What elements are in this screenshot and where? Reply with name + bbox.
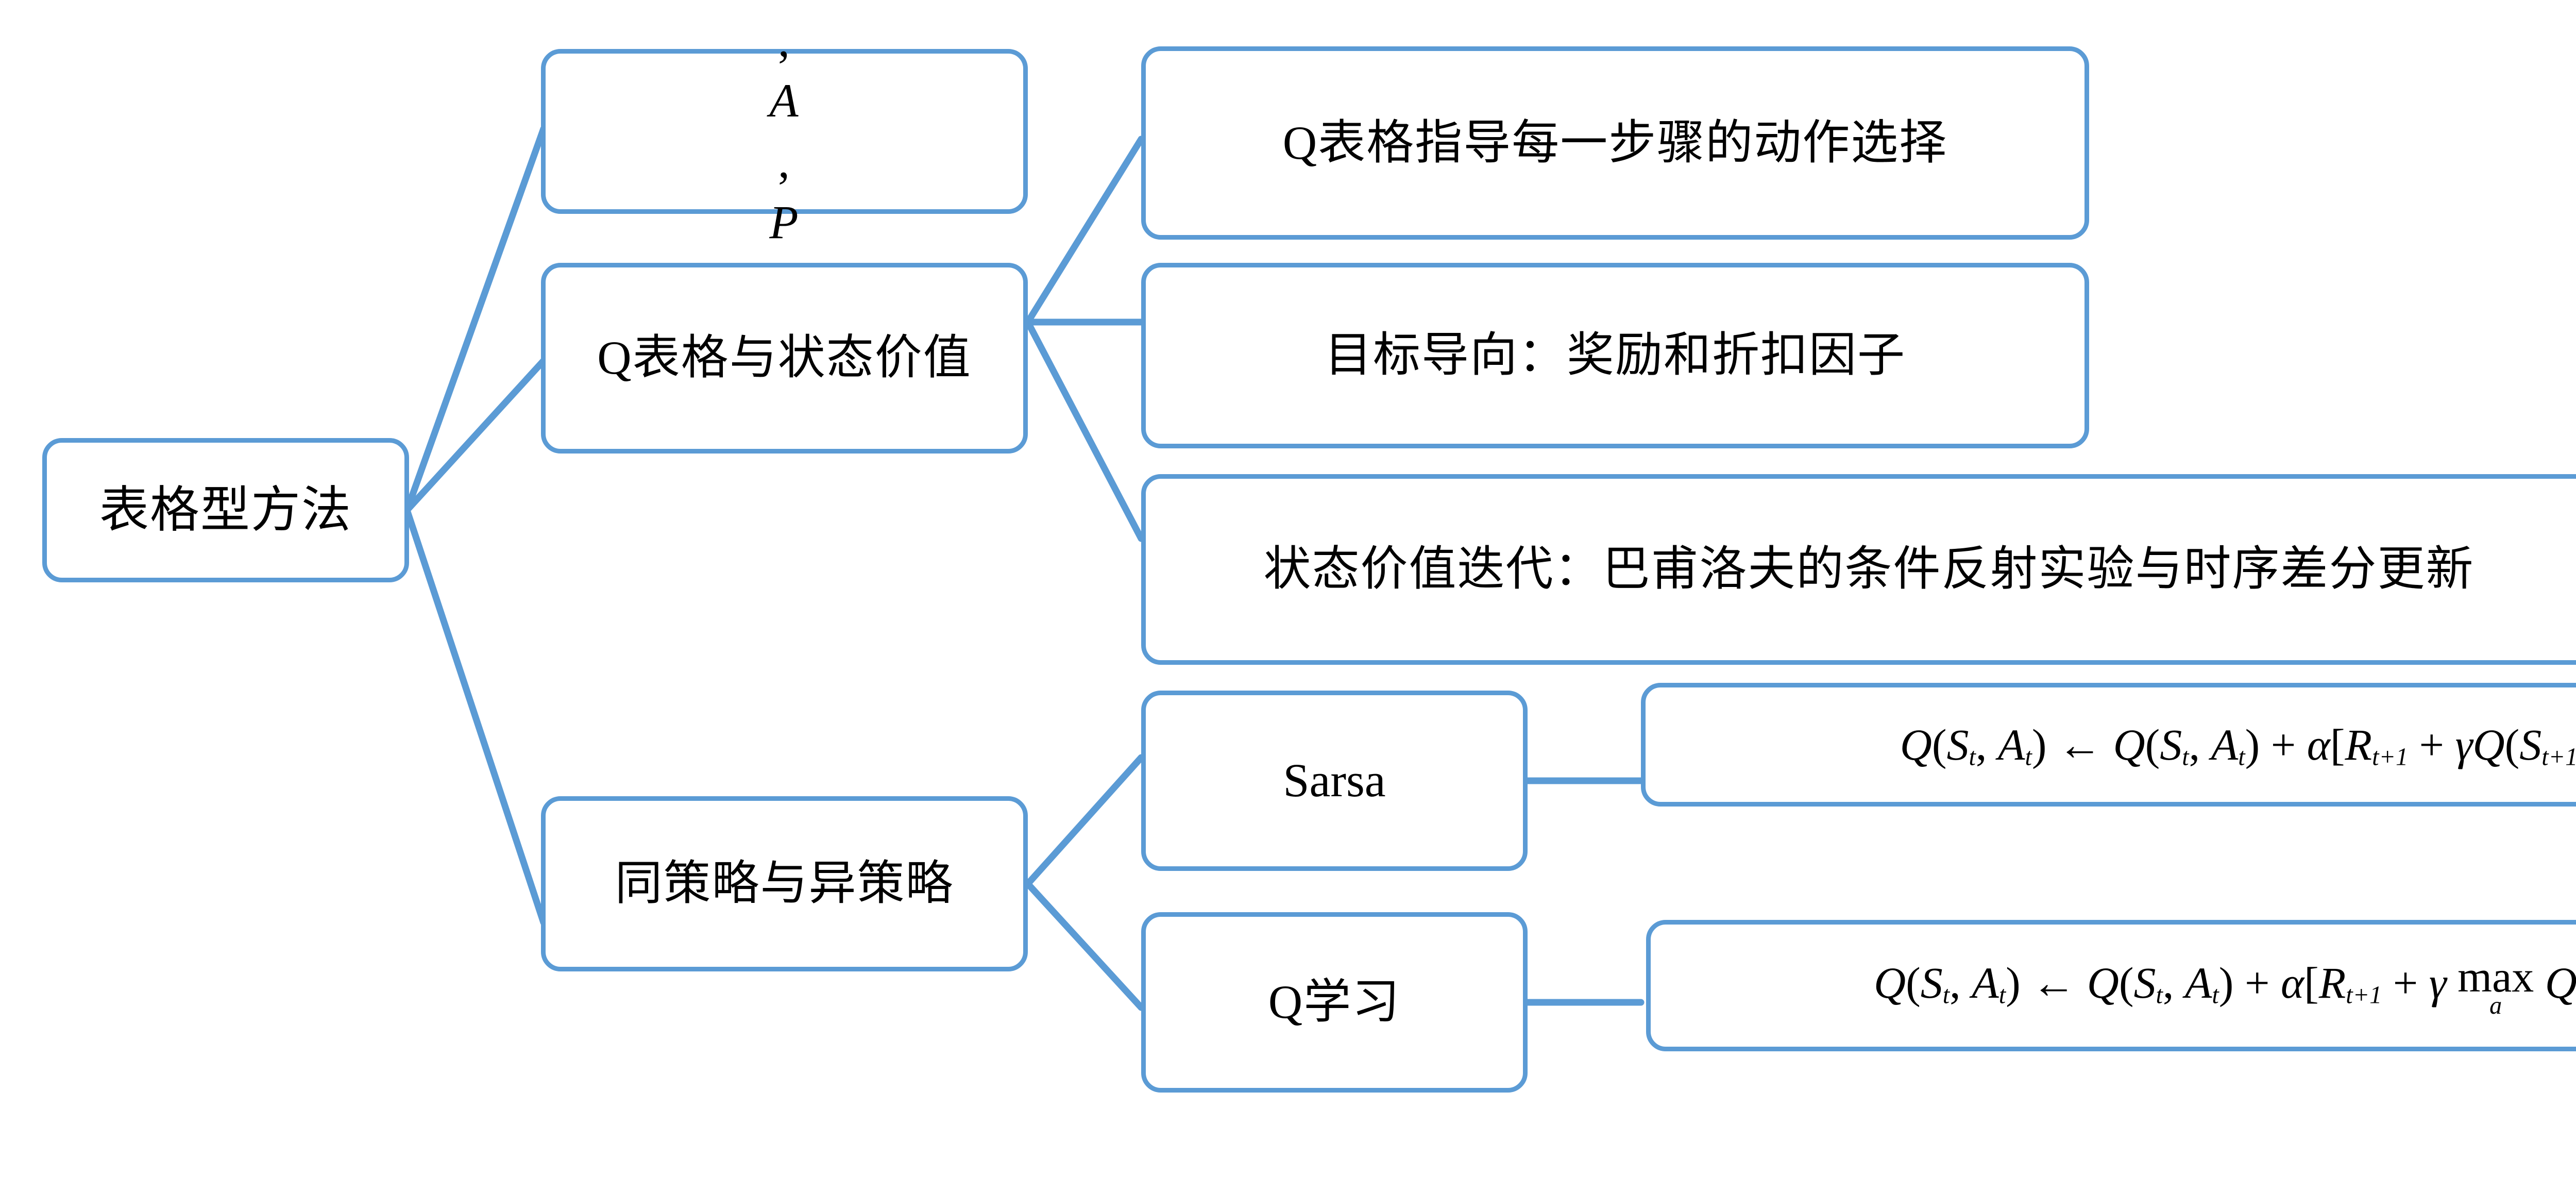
sarsa-A1: A [1997,719,2025,769]
max-subscript: a [2489,992,2502,1020]
node-q-table-state-value-label: Q表格与状态价值 [597,331,972,384]
sarsa-lp1: ( [1931,719,1947,769]
node-q-learning-label: Q学习 [1268,976,1401,1029]
node-state-value-iteration[interactable]: 状态价值迭代：巴甫洛夫的条件反射实验与时序差分更新 [1141,474,2576,665]
node-state-value-iteration-label: 状态价值迭代：巴甫洛夫的条件反射实验与时序差分更新 [1263,543,2475,596]
ql-lb: [ [2304,958,2319,1008]
sarsa-R: R [2345,719,2372,769]
ql-Q3: Q [2545,958,2576,1008]
sarsa-alpha: α [2307,719,2330,769]
sarsa-S2-sub: t [2182,743,2189,771]
sarsa-formula-expression: Q(St, At) ← Q(St, At) + α[Rt+1 + γQ(St+1… [1655,716,2576,773]
ql-rp1: ) [2006,958,2021,1008]
root-node[interactable]: 表格型方法 [42,438,409,582]
ql-gamma: γ [2429,958,2447,1008]
ql-alpha: α [2280,958,2304,1008]
sarsa-c1: , [1975,719,1998,769]
ql-Q1: Q [1874,958,1906,1008]
sarsa-S3: S [2519,719,2542,769]
sarsa-R-sub: t+1 [2372,743,2409,771]
ql-plus2: + [2393,958,2418,1008]
sarsa-lp3: ( [2504,719,2520,769]
mdp-P-token: P [769,195,800,248]
node-q-guide-action-label: Q表格指导每一步骤的动作选择 [1282,116,1948,169]
sarsa-plus2: + [2419,719,2445,769]
ql-A2: A [2184,958,2212,1008]
sarsa-S1: S [1946,719,1969,769]
ql-S1-sub: t [1942,981,1950,1009]
sarsa-S3-sub: t+1 [2541,743,2576,771]
ql-c2: , [2162,958,2185,1008]
edge-root-to-policy [403,507,547,926]
sarsa-S1-sub: t [1969,743,1976,771]
sarsa-S2: S [2160,719,2182,769]
mdp-A-token: A [769,74,800,127]
sarsa-A2-sub: t [2238,743,2245,771]
ql-c1: , [1950,958,1972,1008]
ql-plus1: + [2244,958,2270,1008]
sarsa-lb: [ [2330,719,2345,769]
sarsa-plus1: + [2270,719,2296,769]
sarsa-arrow: ← [2058,719,2102,769]
ql-A1: A [1972,958,1999,1008]
edge-root-to-mdp [403,125,547,514]
root-node-label: 表格型方法 [99,482,352,538]
sarsa-Q2: Q [2113,719,2145,769]
edge-qtable-to-child3 [1024,318,1145,542]
node-sarsa[interactable]: Sarsa [1141,691,1528,871]
ql-S2: S [2133,958,2156,1008]
ql-S2-sub: t [2156,981,2163,1009]
ql-R-sub: t+1 [2346,981,2382,1009]
node-goal-oriented-label: 目标导向：奖励和折扣因子 [1324,329,1906,382]
node-on-off-policy-label: 同策略与异策略 [615,857,954,910]
node-q-guide-action[interactable]: Q表格指导每一步骤的动作选择 [1141,46,2089,240]
node-q-table-state-value[interactable]: Q表格与状态价值 [541,263,1028,454]
node-sarsa-formula[interactable]: Q(St, At) ← Q(St, At) + α[Rt+1 + γQ(St+1… [1641,683,2576,807]
sarsa-rp1: ) [2031,719,2047,769]
edge-policy-to-qlearning [1024,880,1145,1011]
ql-arrow: ← [2031,958,2076,1008]
mdp-comma1-token: , [778,13,791,66]
node-goal-oriented[interactable]: 目标导向：奖励和折扣因子 [1141,263,2089,448]
ql-A1-sub: t [1998,981,2006,1009]
edge-root-to-qtable [403,357,547,514]
ql-A2-sub: t [2212,981,2219,1009]
sarsa-Q3: Q [2472,719,2505,769]
node-on-off-policy[interactable]: 同策略与异策略 [541,796,1028,971]
sarsa-A2: A [2211,719,2239,769]
sarsa-Q1: Q [1900,719,1932,769]
mdp-S-token: S [555,0,1014,10]
mdp-comma2-token: , [778,135,791,188]
node-q-learning[interactable]: Q学习 [1141,912,1528,1093]
max-label: max [2458,952,2534,1002]
sarsa-gamma: γ [2455,719,2473,769]
ql-S1: S [1920,958,1943,1008]
edge-qtable-to-child1 [1024,136,1145,326]
ql-R: R [2318,958,2346,1008]
sarsa-lp2: ( [2145,719,2160,769]
ql-lp1: ( [1906,958,1921,1008]
sarsa-c2: , [2189,719,2211,769]
sarsa-rp2: ) [2245,719,2260,769]
ql-Q2: Q [2087,958,2119,1008]
node-mdp[interactable]: 马尔可夫决策过程四 元组< S, A, P, R > [541,0,1028,430]
sarsa-A1-sub: t [2025,743,2032,771]
edge-policy-to-sarsa [1024,754,1145,887]
ql-lp2: ( [2119,958,2134,1008]
ql-rp2: ) [2218,958,2234,1008]
node-sarsa-label: Sarsa [1283,754,1386,807]
